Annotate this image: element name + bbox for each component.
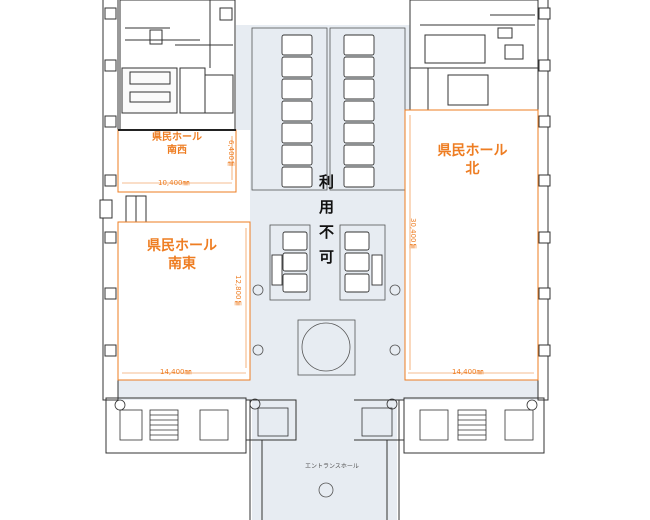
hall-south-east-outline [117, 221, 251, 381]
dimension-lines [122, 115, 534, 374]
central-rooms [251, 27, 406, 498]
hall-south-east-label: 県民ホール 南東 [122, 238, 242, 273]
elevator-bank-east [343, 34, 375, 188]
lower-corridor [118, 380, 538, 400]
stairs [114, 398, 538, 441]
hall-south-east-name: 県民ホール [147, 238, 217, 254]
west-entry [99, 195, 147, 223]
lower-elevators [271, 231, 383, 293]
hall-south-east-sub: 南東 [168, 255, 196, 272]
hall-north-name: 県民ホール [437, 143, 508, 159]
hall-south-east-width: 14,400㎜ [160, 368, 192, 376]
hall-south-west-name: 県民ホール [152, 132, 202, 143]
hall-south-west-height: 6,400㎜ [227, 140, 235, 168]
entrance-corridor [252, 400, 397, 520]
elevator-bank-west [281, 34, 313, 188]
hall-north-outline [404, 109, 539, 381]
unavailable-label: 利用不可 [317, 174, 335, 274]
top-left-rooms [119, 0, 236, 131]
hall-north-sub: 北 [465, 160, 480, 177]
hall-south-east-height: 12,800㎜ [234, 275, 242, 307]
top-right-rooms [409, 0, 539, 111]
entrance-hall-label: エントランスホール [305, 463, 359, 470]
hall-north-label: 県民ホール 北 [420, 143, 525, 178]
hall-north-width: 14,400㎜ [452, 368, 484, 376]
hall-south-west-width: 10,400㎜ [158, 179, 190, 187]
hall-north-height: 30,400㎜ [409, 218, 417, 250]
hall-south-west-sub: 南西 [167, 144, 187, 156]
hall-south-west-label: 県民ホール 南西 [132, 132, 222, 157]
